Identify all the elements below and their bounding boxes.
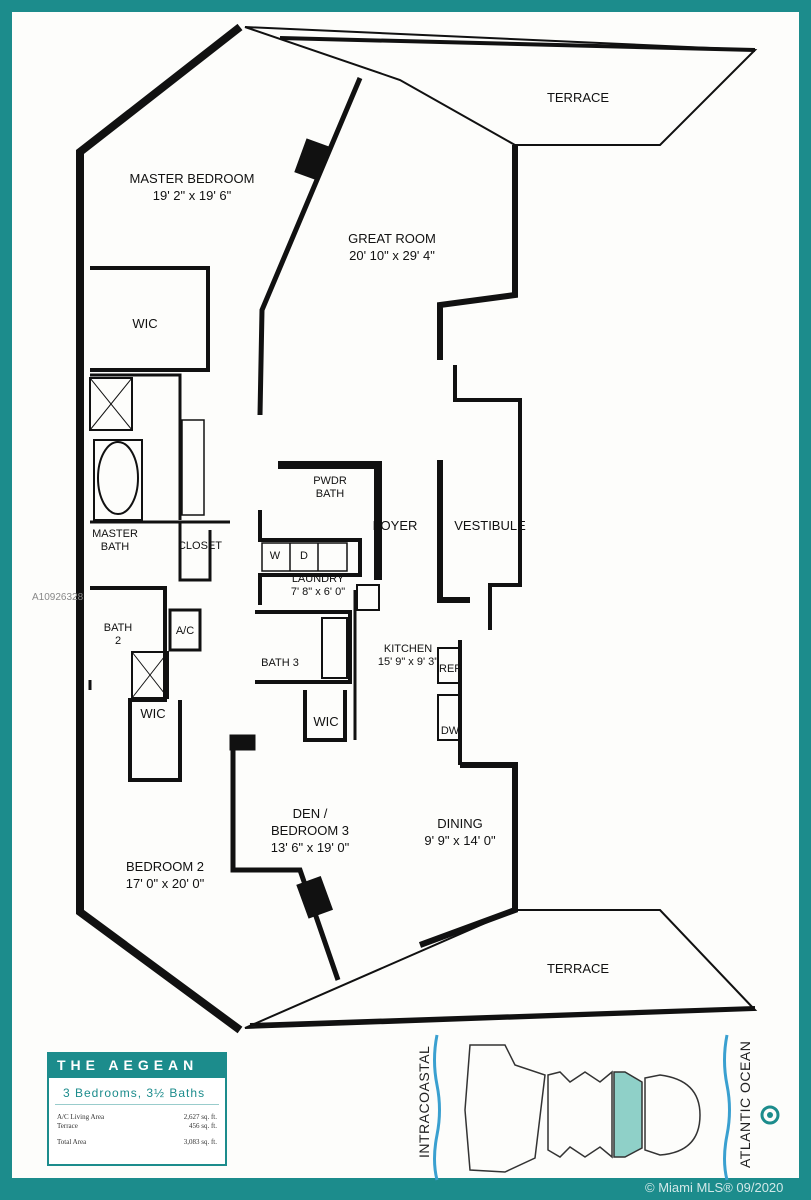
bath3-label: BATH 3 (261, 657, 299, 669)
outer-wall (76, 23, 243, 1034)
legend-title: THE AEGEAN (49, 1054, 225, 1078)
vestibule-label: VESTIBULE (454, 518, 526, 533)
wic-master-label: WIC (132, 316, 158, 331)
key-plan-highlight-unit (613, 1071, 643, 1158)
intracoastal-label: INTRACOASTAL (416, 1045, 432, 1158)
wic-bedroom2-label: WIC (140, 706, 166, 721)
atlantic-ocean-label: ATLANTIC OCEAN (737, 1040, 753, 1168)
pwdr-bath-label: PWDR BATH (313, 475, 347, 500)
ac-label: A/C (175, 625, 195, 637)
terrace-bottom-outline (244, 909, 758, 1029)
copyright-watermark: © Miami MLS® 09/2020 (645, 1180, 784, 1195)
master-wall (257, 77, 363, 416)
ref-label: REF (439, 663, 461, 675)
key-plan (464, 1044, 701, 1173)
core-wall (278, 461, 382, 580)
terrace-top-label: TERRACE (546, 90, 610, 105)
dryer-label: D (300, 550, 308, 562)
foyer-label: FOYER (372, 518, 418, 533)
terrace-bottom-label: TERRACE (546, 961, 610, 976)
compass-logo-icon (760, 1105, 780, 1125)
wave-icon-right (723, 1034, 731, 1181)
closet-label: CLOSET (177, 540, 223, 552)
unit-legend: THE AEGEAN 3 Bedrooms, 3½ Baths A/C Livi… (47, 1052, 227, 1166)
master-bath-label: MASTER BATH (92, 528, 138, 553)
wave-icon-left (433, 1034, 441, 1181)
dw-label: DW (440, 725, 460, 737)
great-room-wall (437, 145, 518, 360)
washer-label: W (269, 550, 281, 562)
bath2-label: BATH 2 (103, 622, 133, 647)
listing-id-watermark: A10926328 (32, 592, 84, 603)
wic-den-label: WIC (313, 714, 339, 729)
legend-subtitle: 3 Bedrooms, 3½ Baths (55, 1078, 219, 1105)
